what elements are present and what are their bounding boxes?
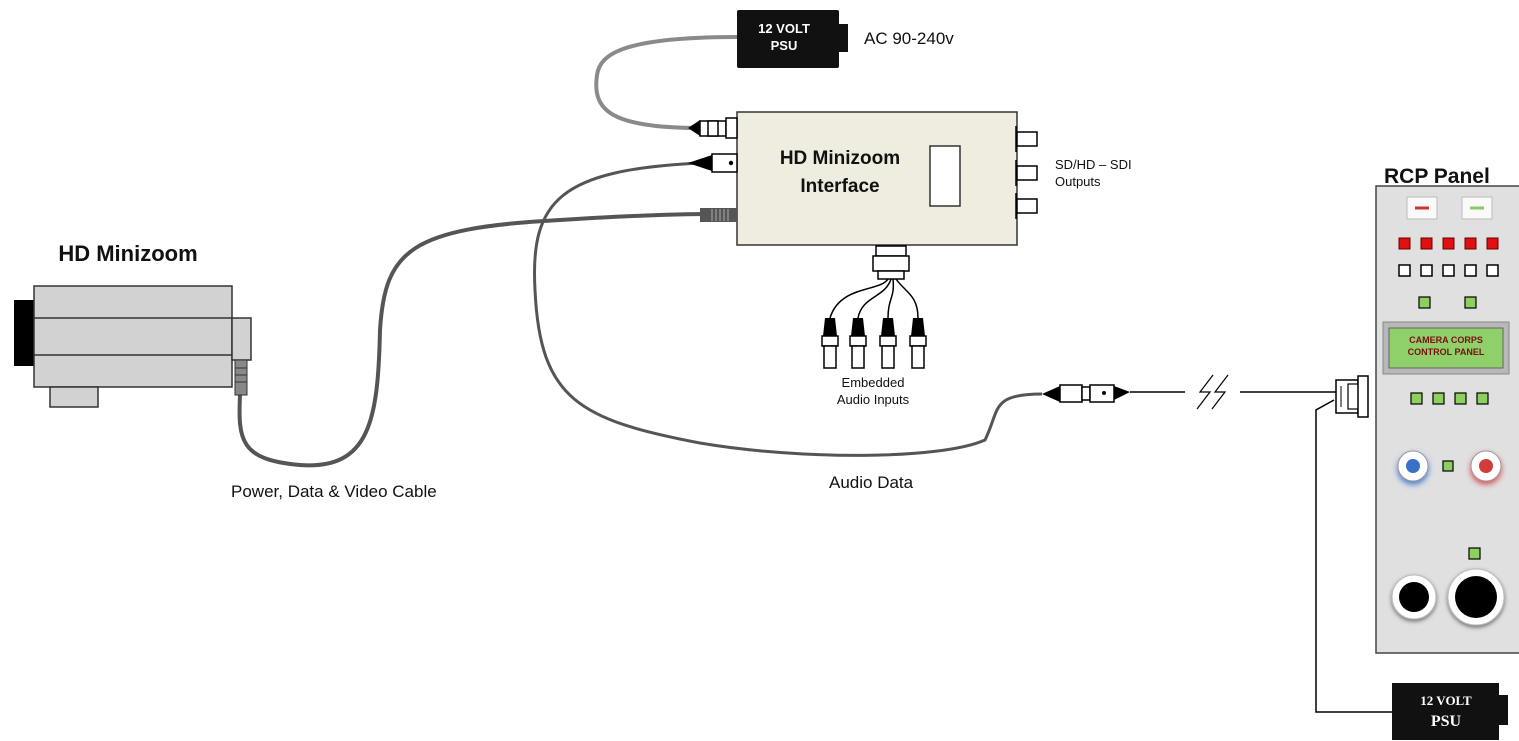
sdi-outputs-line1: SD/HD – SDI <box>1055 157 1132 172</box>
camera-title: HD Minizoom <box>58 241 197 266</box>
xlr-connector <box>879 318 897 369</box>
psu-bottom-line2: PSU <box>1431 713 1462 730</box>
psu-bottom: 12 VOLT PSU <box>1392 683 1508 740</box>
audio-inline-connector <box>1042 384 1130 403</box>
xlr-connector <box>821 318 839 369</box>
audio-data-cable <box>532 161 1043 457</box>
cable-break-symbol <box>1196 374 1229 410</box>
cables <box>237 35 1392 713</box>
hd-minizoom-camera <box>14 285 252 408</box>
red-knob <box>1470 450 1502 482</box>
interface-title-line1: HD Minizoom <box>780 148 900 169</box>
green-led-pair <box>1418 296 1477 309</box>
ac-voltage-label: AC 90-240v <box>864 29 954 48</box>
red-led-row <box>1398 237 1499 250</box>
lcd-line2: CONTROL PANEL <box>1408 347 1485 357</box>
rcp-panel-title: RCP Panel <box>1384 165 1490 188</box>
power-data-video-cable <box>237 212 713 468</box>
xlr-connector <box>849 318 867 369</box>
green-led-row <box>1410 392 1489 405</box>
rcp-panel: CAMERA CORPS CONTROL PANEL <box>1375 185 1519 654</box>
large-knobs <box>1391 568 1505 626</box>
psu-top: 12 VOLT PSU <box>737 10 848 68</box>
interface-left-connectors <box>688 117 738 222</box>
xlr-connector <box>909 318 927 369</box>
camera-cable-label: Power, Data & Video Cable <box>231 482 437 501</box>
rcp-psu-cable <box>1315 399 1392 713</box>
psu-power-cable <box>594 35 739 130</box>
sdi-output-connectors <box>1015 126 1038 219</box>
audio-data-label: Audio Data <box>829 473 914 492</box>
interface-title-line2: Interface <box>800 176 879 197</box>
sdi-outputs-line2: Outputs <box>1055 174 1101 189</box>
audio-inputs-line1: Embedded <box>842 375 905 390</box>
psu-top-line1: 12 VOLT <box>758 21 810 36</box>
rcp-dsub-connector <box>1335 375 1369 418</box>
blue-knob <box>1397 450 1429 482</box>
psu-top-line2: PSU <box>771 38 798 53</box>
audio-breakout <box>821 245 927 369</box>
interface-box: HD Minizoom Interface <box>736 111 1018 246</box>
lcd-line1: CAMERA CORPS <box>1409 335 1483 345</box>
audio-inputs-line2: Audio Inputs <box>837 392 910 407</box>
white-button-row <box>1398 264 1499 277</box>
psu-bottom-line1: 12 VOLT <box>1420 693 1472 708</box>
